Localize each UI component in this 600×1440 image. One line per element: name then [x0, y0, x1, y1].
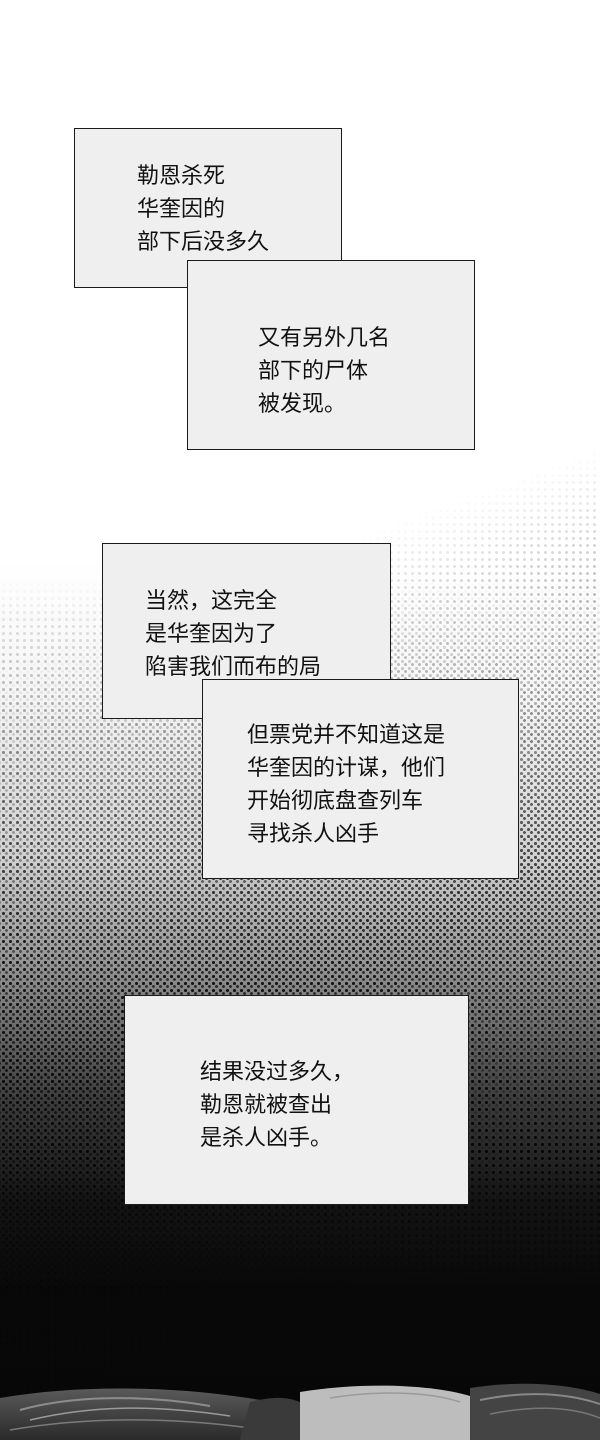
caption-text-3: 当然，这完全 是华奎因为了 陷害我们而布的局: [145, 585, 321, 684]
caption-line: 华奎因的计谋，他们: [247, 756, 446, 781]
caption-line: 结果没过多久，: [200, 1060, 355, 1085]
caption-line: 勒恩杀死: [137, 164, 226, 189]
caption-text-5: 结果没过多久， 勒恩就被查出 是杀人凶手。: [200, 1056, 354, 1155]
caption-line: 但票党并不知道这是: [247, 723, 446, 748]
caption-line: 是杀人凶手。: [200, 1126, 333, 1151]
caption-text-4: 但票党并不知道这是 华奎因的计谋，他们 开始彻底盘查列车 寻找杀人凶手: [247, 719, 445, 851]
caption-line: 勒恩就被查出: [200, 1093, 333, 1118]
caption-line: 开始彻底盘查列车: [247, 789, 424, 814]
caption-line: 部下后没多久: [137, 230, 270, 255]
caption-connector-2: [204, 681, 389, 717]
caption-text-1: 勒恩杀死 华奎因的 部下后没多久: [137, 160, 269, 259]
caption-connector-1: [189, 262, 340, 288]
caption-line: 当然，这完全: [145, 589, 278, 614]
caption-line: 华奎因的: [137, 197, 226, 222]
caption-line: 又有另外几名: [258, 326, 391, 351]
caption-line: 被发现。: [258, 392, 347, 417]
caption-line: 陷害我们而布的局: [145, 655, 322, 680]
caption-text-2: 又有另外几名 部下的尸体 被发现。: [258, 322, 390, 421]
caption-line: 部下的尸体: [258, 359, 369, 384]
caption-line: 寻找杀人凶手: [247, 822, 380, 847]
caption-box-5: [124, 995, 469, 1205]
character-artwork: [0, 1380, 600, 1440]
caption-line: 是华奎因为了: [145, 622, 278, 647]
caption-box-2: [187, 260, 475, 450]
